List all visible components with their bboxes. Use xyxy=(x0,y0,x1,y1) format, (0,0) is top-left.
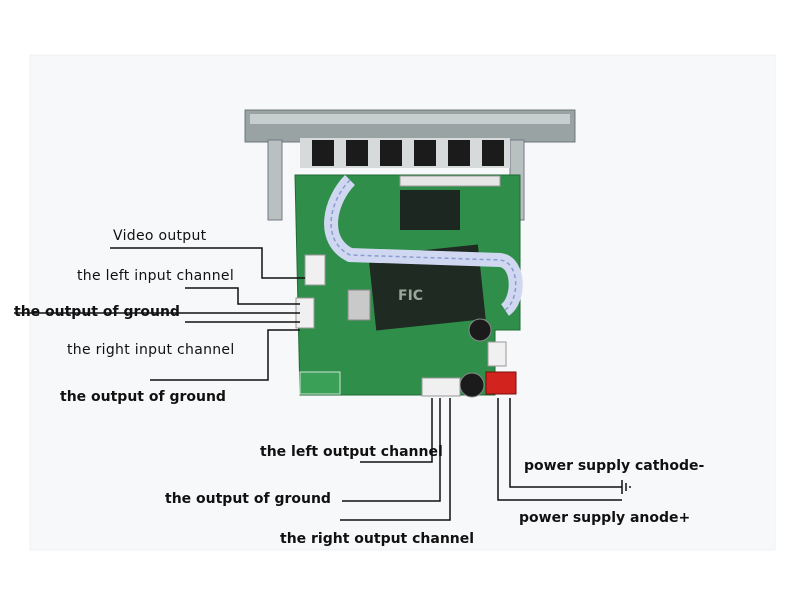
label-video-output: Video output xyxy=(113,228,207,244)
label-left-output: the left output channel xyxy=(260,444,443,460)
label-right-output: the right output channel xyxy=(280,531,475,547)
output-connector xyxy=(421,377,461,397)
label-power-anode: power supply anode+ xyxy=(519,510,691,526)
capacitor xyxy=(459,372,485,398)
label-ground-output-3: the output of ground xyxy=(165,491,331,507)
label-power-cathode: power supply cathode- xyxy=(524,458,705,474)
label-right-input: the right input channel xyxy=(67,342,235,358)
label-ground-output-1: the output of ground xyxy=(14,304,180,320)
pcb-board: FIC xyxy=(294,174,523,398)
leader-lines xyxy=(14,247,631,521)
video-connector xyxy=(304,254,326,286)
power-connector xyxy=(485,371,517,395)
photo-frame xyxy=(29,54,776,551)
label-left-input: the left input channel xyxy=(77,268,235,284)
main-chip xyxy=(368,244,486,331)
capacitor xyxy=(468,318,492,342)
chip-marking: FIC xyxy=(398,288,423,304)
label-ground-output-2: the output of ground xyxy=(60,389,226,405)
